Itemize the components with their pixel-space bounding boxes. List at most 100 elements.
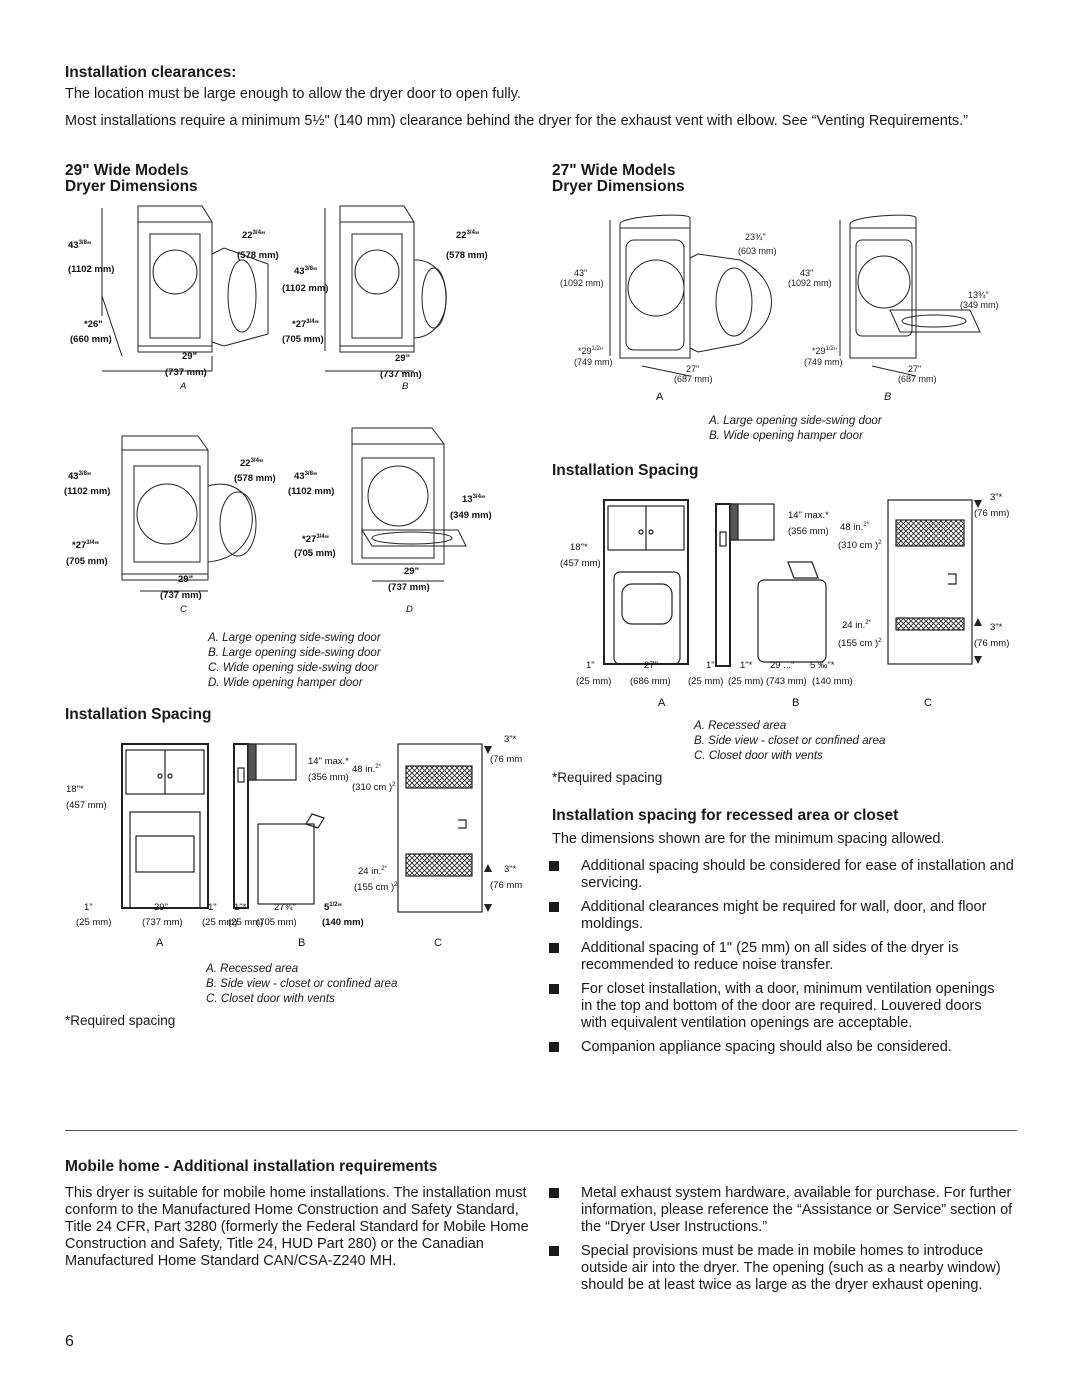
right-spacing-caption-b: B. Side view - closet or confined area: [694, 734, 886, 747]
svg-text:18"*: 18"*: [570, 542, 588, 553]
svg-text:(356 mm): (356 mm): [788, 526, 829, 537]
svg-text:(310 cm )2: (310 cm )2: [352, 782, 396, 793]
bullet-square-icon: [549, 1246, 559, 1256]
svg-text:3"*: 3"*: [990, 492, 1003, 503]
svg-text:(687 mm): (687 mm): [674, 374, 713, 384]
svg-text:B: B: [298, 937, 305, 949]
svg-text:(737 mm): (737 mm): [380, 369, 422, 380]
right-dimension-captions: A. Large opening side-swing door B. Wide…: [709, 413, 882, 443]
bullet-square-icon: [549, 902, 559, 912]
svg-text:(737 mm): (737 mm): [160, 590, 202, 601]
svg-text:(155 cm )2: (155 cm )2: [838, 638, 882, 649]
bullet-square-icon: [549, 1042, 559, 1052]
bullet-item: Additional spacing should be considered …: [549, 858, 1019, 892]
svg-text:433/8": 433/8": [68, 240, 91, 251]
left-spacing-captions: A. Recessed area B. Side view - closet o…: [206, 961, 397, 1006]
svg-text:(1092 mm): (1092 mm): [788, 278, 832, 288]
svg-text:48 in.2*: 48 in.2*: [840, 522, 870, 533]
svg-text:(76 mm): (76 mm): [490, 880, 522, 891]
svg-text:(76 mm): (76 mm): [974, 508, 1009, 519]
svg-text:1": 1": [84, 902, 93, 913]
svg-text:18"*: 18"*: [66, 784, 84, 795]
dryer-c-illustration: [121, 435, 257, 592]
wide-29-dimension-diagrams: 433/8" (1102 mm) 223/4" (578 mm) *26" (6…: [64, 205, 492, 612]
svg-text:(25 mm): (25 mm): [576, 676, 611, 687]
svg-text:(749 mm): (749 mm): [804, 357, 843, 367]
svg-text:23¾": 23¾": [745, 232, 766, 242]
clearances-paragraph-2: Most installations require a minimum 5½"…: [65, 113, 968, 129]
bullet-item: Metal exhaust system hardware, available…: [549, 1185, 1019, 1236]
svg-text:(457 mm): (457 mm): [560, 558, 601, 569]
caption-a: A. Large opening side-swing door: [208, 631, 381, 644]
right-models-title: 27" Wide Models: [552, 162, 676, 179]
svg-text:29": 29": [178, 574, 193, 585]
svg-text:223/4": 223/4": [242, 230, 265, 241]
page-number: 6: [65, 1333, 74, 1350]
bullet-item: Companion appliance spacing should also …: [549, 1039, 1019, 1056]
svg-text:(310 cm )2: (310 cm )2: [838, 540, 882, 551]
caption-d: D. Wide opening hamper door: [208, 676, 363, 689]
bullet-square-icon: [549, 861, 559, 871]
svg-text:(660 mm): (660 mm): [70, 334, 112, 345]
mobile-home-bullets: Metal exhaust system hardware, available…: [549, 1185, 1019, 1294]
svg-text:14" max.*: 14" max.*: [788, 510, 829, 521]
svg-text:5 ‰"*: 5 ‰"*: [810, 660, 835, 671]
svg-text:A: A: [156, 937, 164, 949]
svg-text:1": 1": [586, 660, 595, 671]
svg-text:1"*: 1"*: [234, 902, 247, 913]
svg-text:(140 mm): (140 mm): [812, 676, 853, 687]
svg-text:(578 mm): (578 mm): [237, 250, 279, 261]
svg-text:(1102 mm): (1102 mm): [288, 486, 334, 497]
dryer-a-illustration: [101, 205, 269, 372]
right-spacing-captions: A. Recessed area B. Side view - closet o…: [694, 718, 885, 763]
right-spacing-caption-c: C. Closet door with vents: [694, 749, 823, 762]
svg-text:29": 29": [395, 353, 410, 364]
clearances-paragraph-1: The location must be large enough to all…: [65, 86, 521, 102]
bullet-item: Additional spacing of 1" (25 mm) on all …: [549, 940, 1019, 974]
left-installation-spacing-heading: Installation Spacing: [65, 706, 212, 723]
svg-text:27": 27": [644, 660, 658, 671]
svg-text:A: A: [656, 391, 664, 403]
svg-text:C: C: [924, 697, 932, 709]
svg-text:(25 mm): (25 mm): [76, 917, 111, 928]
dryer-b-illustration: [324, 205, 447, 372]
svg-text:29 ...": 29 ...": [770, 660, 795, 671]
svg-text:*26": *26": [84, 319, 103, 330]
svg-text:(737 mm): (737 mm): [165, 367, 207, 378]
svg-text:(25 mm): (25 mm): [728, 676, 763, 687]
svg-text:C: C: [434, 937, 442, 949]
svg-text:27": 27": [908, 364, 921, 374]
spacing-caption-a: A. Recessed area: [206, 962, 299, 975]
svg-text:(25 mm): (25 mm): [688, 676, 723, 687]
spacing-caption-c: C. Closet door with vents: [206, 992, 335, 1005]
svg-text:433/8": 433/8": [294, 266, 317, 277]
mobile-home-paragraph: This dryer is suitable for mobile home i…: [65, 1185, 529, 1269]
svg-text:24 in.2*: 24 in.2*: [358, 866, 388, 877]
svg-text:(1102 mm): (1102 mm): [64, 486, 110, 497]
svg-text:223/4": 223/4": [240, 458, 263, 469]
svg-text:(578 mm): (578 mm): [234, 473, 276, 484]
left-dimensions-title: Dryer Dimensions: [65, 178, 198, 195]
svg-text:(705 mm): (705 mm): [256, 917, 297, 928]
recessed-spacing-intro: The dimensions shown are for the minimum…: [552, 831, 945, 847]
section-divider: [65, 1130, 1017, 1131]
svg-text:(140 mm): (140 mm): [322, 917, 364, 928]
svg-text:(737 mm): (737 mm): [388, 582, 430, 593]
svg-text:(356 mm): (356 mm): [308, 772, 349, 783]
svg-text:43": 43": [574, 268, 587, 278]
svg-text:433/8": 433/8": [294, 471, 317, 482]
right-caption-a: A. Large opening side-swing door: [709, 414, 882, 427]
svg-text:433/8": 433/8": [68, 471, 91, 482]
bullet-square-icon: [549, 984, 559, 994]
svg-text:(349 mm): (349 mm): [960, 300, 999, 310]
svg-text:27": 27": [686, 364, 699, 374]
svg-text:(25 mm): (25 mm): [202, 917, 237, 928]
installation-clearances-heading: Installation clearances:: [65, 64, 237, 81]
svg-text:3"*: 3"*: [504, 734, 517, 745]
spacing-caption-b: B. Side view - closet or confined area: [206, 977, 398, 990]
svg-text:(686 mm): (686 mm): [630, 676, 671, 687]
svg-text:*273/4": *273/4": [302, 534, 329, 545]
svg-text:(705 mm): (705 mm): [282, 334, 324, 345]
right-dimensions-title: Dryer Dimensions: [552, 178, 685, 195]
svg-text:*291/2": *291/2": [578, 346, 603, 356]
